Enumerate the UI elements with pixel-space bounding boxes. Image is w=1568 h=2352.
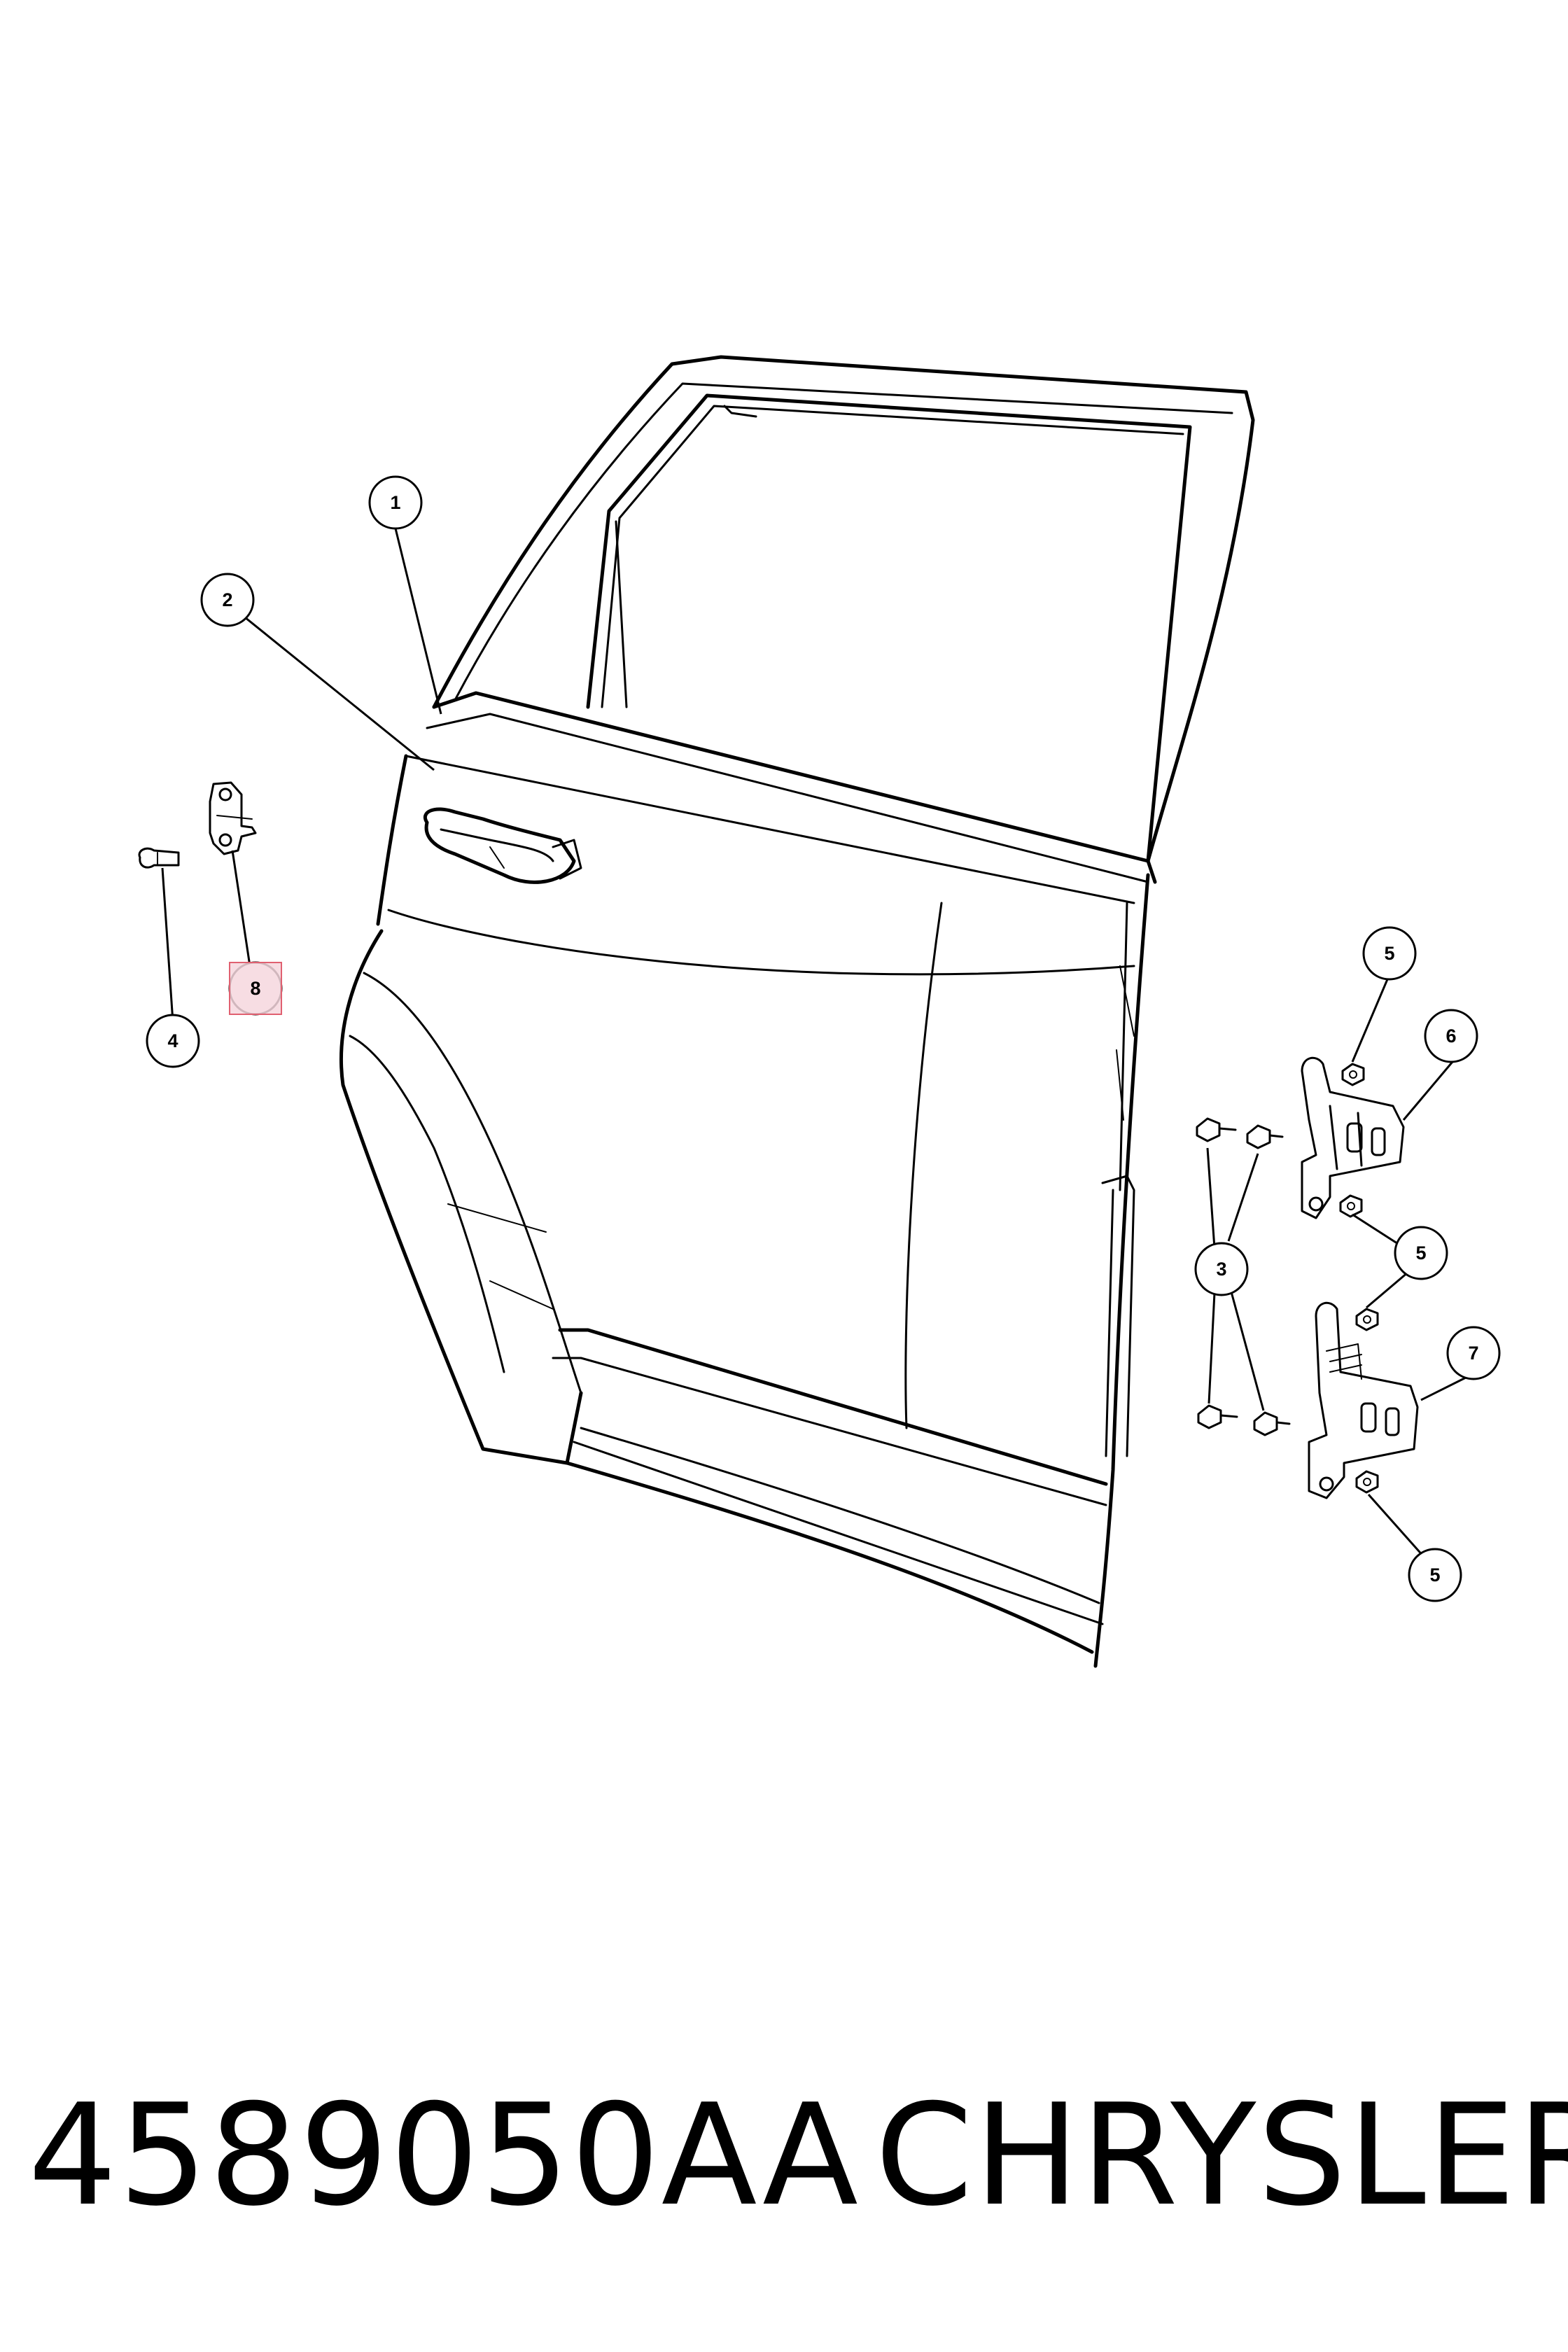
hinge-nuts [1339,1063,1379,1494]
callout-1: 1 [368,475,423,530]
striker-bolt [138,847,180,869]
footer: 4589050AA CHRYSLER [0,2072,1568,2240]
svg-text:1: 1 [390,492,400,513]
part-number: 4589050AA [28,2074,860,2237]
svg-text:5: 5 [1384,943,1394,964]
upper-door-hinge [1301,1056,1405,1219]
callout-8-highlighted: 8 [228,961,283,1016]
callout-5-upper: 5 [1362,926,1417,981]
callout-2: 2 [200,573,255,627]
rear-door-panel [340,355,1255,1668]
callout-5-middle: 5 [1394,1226,1448,1280]
svg-text:5: 5 [1429,1564,1440,1586]
lower-door-hinge [1308,1301,1419,1499]
svg-text:4: 4 [167,1030,178,1051]
door-striker [209,781,257,855]
highlight-box [229,962,282,1015]
callout-7: 7 [1446,1326,1501,1380]
callout-4: 4 [146,1014,200,1068]
brand-name: CHRYSLER [875,2074,1568,2237]
svg-text:2: 2 [222,589,232,610]
hinge-bolts [1196,1117,1291,1436]
callout-5-lower: 5 [1408,1548,1462,1602]
svg-text:5: 5 [1415,1242,1426,1264]
svg-text:8: 8 [250,978,260,999]
svg-text:7: 7 [1468,1343,1478,1364]
leader-lines [161,528,1471,1558]
callout-3: 3 [1194,1242,1249,1296]
svg-text:3: 3 [1216,1259,1226,1280]
callout-6: 6 [1424,1009,1478,1063]
svg-text:6: 6 [1446,1026,1456,1046]
